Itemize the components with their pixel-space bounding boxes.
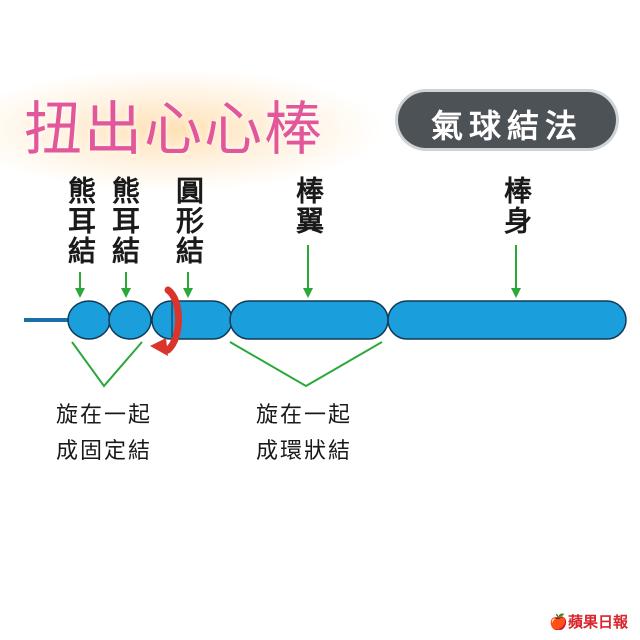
label-bear-ear-knot-2: 熊耳結 <box>108 176 141 266</box>
note-fixed-knot: 旋在一起 成固定結 <box>56 398 152 470</box>
label-bear-ear-knot-1: 熊耳結 <box>64 176 97 266</box>
apple-icon: 🍎 <box>549 613 568 631</box>
balloon-segments <box>67 300 627 340</box>
note-fixed-line1: 旋在一起 <box>56 403 153 428</box>
section-badge: 氣球結法 <box>398 92 616 148</box>
segment-bear-ear-2 <box>108 300 152 340</box>
logo-text: 蘋果日報 <box>567 613 628 631</box>
bracket-fixed-knot <box>71 341 143 388</box>
label-body: 棒身 <box>500 176 533 236</box>
page-title: 扭出心心棒 <box>24 95 325 163</box>
note-loop-knot: 旋在一起 成環狀結 <box>256 398 352 470</box>
label-round-knot: 圓形結 <box>172 176 205 266</box>
note-fixed-line2: 成固定結 <box>56 439 153 464</box>
segment-body <box>387 300 627 340</box>
note-loop-line2: 成環狀結 <box>256 439 353 464</box>
title-glow <box>0 70 380 190</box>
publisher-logo: 🍎蘋果日報 <box>549 611 628 632</box>
segment-wing <box>229 300 389 340</box>
badge-label: 氣球結法 <box>430 107 583 145</box>
note-loop-line1: 旋在一起 <box>256 403 353 428</box>
segment-round <box>151 300 233 340</box>
bracket-loop-knot <box>229 341 383 388</box>
label-wing: 棒翼 <box>292 176 325 236</box>
twist-arrow-icon <box>150 286 182 356</box>
arrows <box>75 245 521 298</box>
segment-bear-ear-1 <box>67 300 111 340</box>
brackets <box>71 341 383 388</box>
